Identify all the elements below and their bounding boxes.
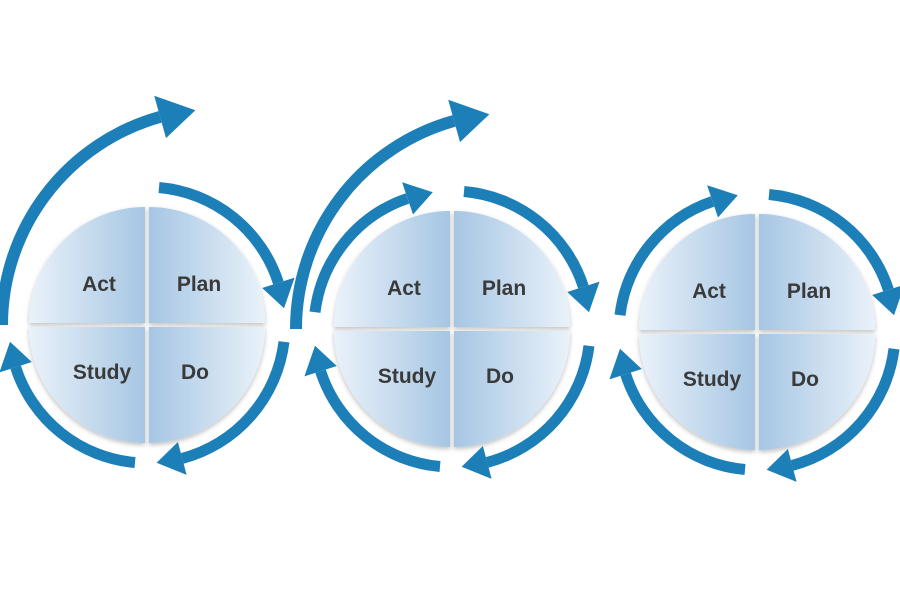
quadrant-plan [454,211,570,327]
label-act: Act [692,280,726,303]
label-study: Study [378,365,437,388]
label-plan: Plan [482,277,526,300]
quadrant-study [29,327,145,443]
quadrant-act [29,207,145,323]
cycle-arrow-bottom-right [766,348,900,482]
cycle-arrow-bottom-left [609,348,746,475]
quadrant-do [759,334,875,450]
ramp-arrow-2 [290,99,490,330]
label-do: Do [791,368,819,391]
cycle-arrow-bottom-left [0,341,136,468]
cycle-arrow-top-left [614,185,738,316]
quadrant-plan [759,214,875,330]
quadrant-plan [149,207,265,323]
quadrant-circle [334,211,570,447]
cycle-arrow-top-right [463,186,600,313]
label-study: Study [73,361,132,384]
cycle-arrow-bottom-right [461,345,595,479]
quadrant-do [454,331,570,447]
quadrant-study [334,331,450,447]
label-study: Study [683,368,742,391]
cycle-arrow-top-right [768,189,900,316]
cycle-arrow-top-right [158,182,295,309]
ramp-arrow-1 [0,95,196,326]
label-do: Do [181,361,209,384]
quadrant-act [334,211,450,327]
label-act: Act [82,273,116,296]
quadrant-act [639,214,755,330]
label-plan: Plan [787,280,831,303]
quadrant-study [639,334,755,450]
cycle-arrow-bottom-right [156,341,290,475]
cycle-arrow-top-left [309,182,433,313]
label-do: Do [486,365,514,388]
quadrant-circle [639,214,875,450]
cycle-arrow-bottom-left [304,345,441,472]
quadrant-do [149,327,265,443]
quadrant-circle [29,207,265,443]
label-plan: Plan [177,273,221,296]
label-act: Act [387,277,421,300]
